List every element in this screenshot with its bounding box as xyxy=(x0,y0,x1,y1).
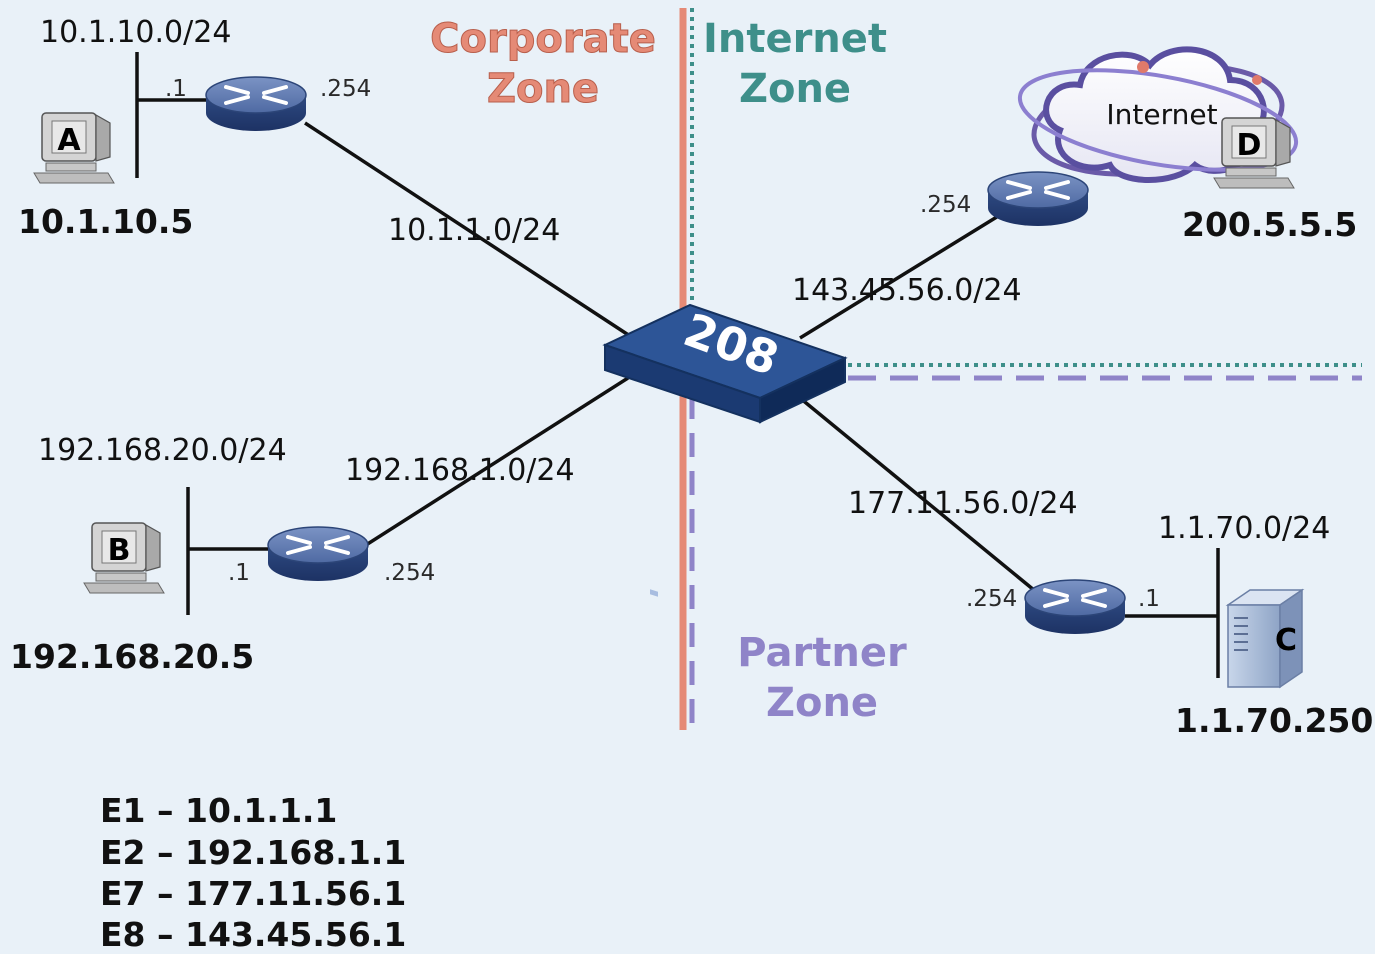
firewall-208[interactable]: 208 xyxy=(602,302,848,597)
link-router-b-firewall xyxy=(354,376,629,554)
host-b-ip: 192.168.20.5 xyxy=(10,637,254,676)
host-a-ip: 10.1.10.5 xyxy=(18,202,193,241)
links xyxy=(135,52,1220,678)
network-link-internet: 143.45.56.0/24 xyxy=(792,273,1022,308)
host-d-ip: 200.5.5.5 xyxy=(1182,205,1357,244)
zone-corporate-line2: Zone xyxy=(487,66,599,112)
network-link-corp-b: 192.168.1.0/24 xyxy=(345,453,575,488)
pc-a[interactable]: A xyxy=(33,112,115,184)
addr-router-c-lan: .1 xyxy=(1138,586,1160,612)
interface-e2: E2 – 192.168.1.1 xyxy=(100,833,406,872)
pc-d[interactable]: D xyxy=(1213,117,1295,189)
link-firewall-router-d xyxy=(799,213,1001,340)
network-lan-a: 10.1.10.0/24 xyxy=(40,15,231,50)
addr-router-b-wan: .254 xyxy=(384,560,435,586)
addr-router-d-wan: .254 xyxy=(920,192,971,218)
server-c[interactable]: C xyxy=(1225,588,1305,689)
network-lan-b: 192.168.20.0/24 xyxy=(38,433,287,468)
server-c-letter: C xyxy=(1275,623,1297,658)
interface-e1: E1 – 10.1.1.1 xyxy=(100,791,337,830)
addr-router-a-wan: .254 xyxy=(320,76,371,102)
router-c[interactable] xyxy=(1023,578,1127,636)
link-router-a-firewall xyxy=(304,121,631,338)
pc-a-letter: A xyxy=(57,123,81,158)
network-link-corp-a: 10.1.1.0/24 xyxy=(388,213,560,248)
pc-b-letter: B xyxy=(108,533,131,568)
interface-e8: E8 – 143.45.56.1 xyxy=(100,915,406,954)
router-d[interactable] xyxy=(986,170,1090,228)
link-firewall-router-c xyxy=(798,396,1042,597)
zone-partner-line1: Partner xyxy=(737,630,907,676)
network-lan-c: 1.1.70.0/24 xyxy=(1158,511,1330,546)
zone-partner-title: Partner Zone xyxy=(737,630,907,726)
pc-d-letter: D xyxy=(1237,128,1262,163)
addr-router-a-lan: .1 xyxy=(165,76,187,102)
zone-corporate-line1: Corporate xyxy=(430,16,656,62)
network-link-partner: 177.11.56.0/24 xyxy=(848,486,1078,521)
zone-internet-title: Internet Zone xyxy=(703,16,887,112)
cloud-label: Internet xyxy=(1106,98,1217,131)
zone-corporate-title: Corporate Zone xyxy=(430,16,657,113)
interface-e7: E7 – 177.11.56.1 xyxy=(100,874,406,913)
host-c-ip: 1.1.70.250 xyxy=(1175,701,1373,740)
router-b[interactable] xyxy=(266,525,370,583)
zone-internet-line2: Zone xyxy=(739,66,851,112)
internet-cloud: Internet xyxy=(1017,46,1299,183)
interface-legend: E1 – 10.1.1.1 E2 – 192.168.1.1 E7 – 177.… xyxy=(100,791,406,954)
addr-router-b-lan: .1 xyxy=(228,560,250,586)
zone-internet-line1: Internet xyxy=(703,16,887,62)
zone-partner-line2: Zone xyxy=(766,680,878,726)
router-a[interactable] xyxy=(204,75,308,133)
addr-router-c-wan: .254 xyxy=(966,586,1017,612)
pc-b[interactable]: B xyxy=(83,522,165,594)
